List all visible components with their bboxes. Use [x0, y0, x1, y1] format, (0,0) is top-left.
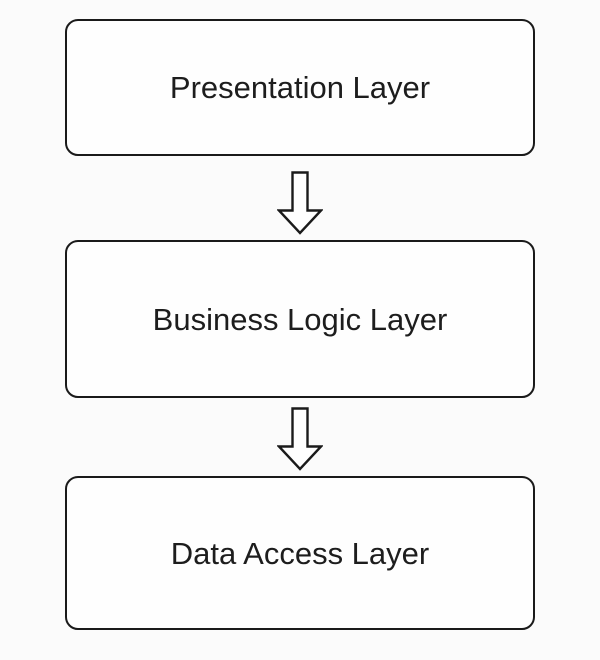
- node-business-logic-layer: Business Logic Layer: [65, 240, 535, 398]
- down-arrow-icon: [277, 407, 323, 471]
- node-data-access-layer-label: Data Access Layer: [170, 535, 430, 571]
- node-data-access-layer: Data Access Layer: [65, 476, 535, 630]
- node-business-logic-layer-label: Business Logic Layer: [152, 301, 448, 337]
- node-presentation-layer: Presentation Layer: [65, 19, 535, 156]
- node-presentation-layer-label: Presentation Layer: [169, 70, 431, 105]
- down-arrow-icon: [277, 171, 323, 235]
